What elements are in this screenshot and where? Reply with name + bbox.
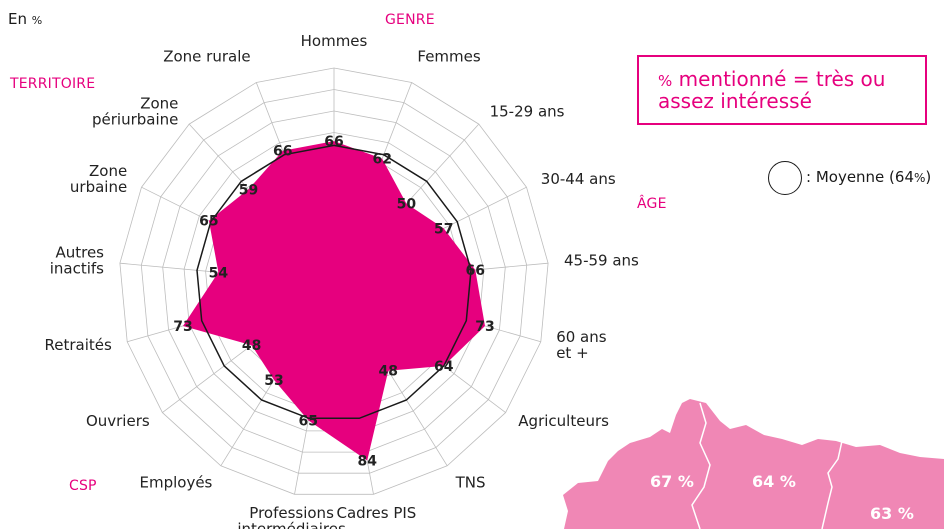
group-label-territoire: TERRITOIRE (10, 76, 96, 92)
value-label: 84 (357, 454, 377, 470)
axis-label: Agriculteurs (518, 412, 609, 430)
unit-label: En % (8, 10, 42, 28)
axis-label-line: 60 ans (556, 328, 607, 346)
value-label: 65 (199, 214, 218, 230)
region-map: 67 % 64 % 63 % (563, 399, 944, 529)
axis-label-line: Zone (140, 94, 178, 112)
value-label: 65 (299, 413, 318, 429)
axis-label: Femmes (417, 48, 480, 66)
legend-line-2: assez intéressé (658, 89, 812, 113)
legend-definition-box: % mentionné = très ou assez intéressé (637, 55, 927, 125)
region-border (821, 440, 843, 529)
axis-label: Retraités (44, 336, 111, 354)
axis-label-line: Hommes (301, 32, 368, 50)
region-value-1: 67 % (650, 472, 694, 491)
axis-label-line: 45-59 ans (564, 252, 639, 270)
axis-label-line: urbaine (70, 178, 127, 196)
value-label: 59 (239, 182, 258, 198)
axis-label-line: Zone (89, 162, 127, 180)
legend-line-1-text: mentionné = très ou (678, 67, 886, 91)
legend-average-symbol: % (914, 171, 926, 185)
grid-ring (140, 89, 528, 474)
value-label: 64 (434, 359, 454, 375)
value-label: 50 (397, 197, 417, 213)
group-label-genre: GENRE (385, 12, 435, 28)
axis-label: 30-44 ans (541, 170, 616, 188)
axis-label: Hommes (301, 32, 368, 50)
value-label: 48 (379, 364, 398, 380)
average-circle-icon (768, 161, 802, 195)
grid-ring (119, 67, 549, 495)
axis-label-line: intermédiaires (237, 520, 346, 529)
region-border (691, 402, 711, 529)
axis-label: Employés (140, 473, 213, 491)
group-label-csp: CSP (69, 478, 97, 494)
value-label: 66 (466, 263, 485, 279)
legend-average-close: ) (925, 168, 932, 186)
radar-average-polygon (196, 144, 472, 420)
group-label-age: ÂGE (637, 196, 667, 212)
axis-label-line: Employés (140, 473, 213, 491)
value-label: 54 (209, 265, 229, 281)
axis-label-line: Ouvriers (86, 412, 150, 430)
unit-label-symbol: % (31, 14, 43, 27)
legend-average-label: : Moyenne (64%) (806, 168, 931, 186)
radar-data-polygon (183, 141, 485, 461)
value-label: 66 (273, 144, 292, 160)
axis-label-line: Retraités (44, 336, 111, 354)
axis-label-line: Agriculteurs (518, 412, 609, 430)
axis-label: 45-59 ans (564, 252, 639, 270)
axis-label-line: inactifs (50, 260, 104, 278)
unit-label-text: En (8, 10, 27, 28)
value-label: 73 (173, 319, 192, 335)
axis-label-line: Zone rurale (163, 48, 250, 66)
value-label: 66 (324, 134, 343, 150)
value-label: 62 (372, 152, 391, 168)
axis-label-line: 15-29 ans (490, 102, 565, 120)
legend-average-text: : Moyenne (64 (806, 168, 914, 186)
region-value-3: 63 % (870, 504, 914, 523)
axis-label-line: Professions (249, 504, 334, 522)
axis-label-line: Femmes (417, 48, 480, 66)
value-label: 53 (264, 373, 283, 389)
axis-label: 15-29 ans (490, 102, 565, 120)
legend-percent-symbol: % (658, 72, 673, 90)
axis-label: TNS (455, 473, 486, 491)
axis-label-line: périurbaine (92, 110, 178, 128)
value-label: 73 (475, 319, 494, 335)
axis-label-line: Autres (55, 244, 104, 262)
axis-label: Professionsintermédiaires (237, 504, 346, 529)
axis-label: Ouvriers (86, 412, 150, 430)
region-map-shape (563, 399, 944, 529)
axis-label-line: TNS (455, 473, 486, 491)
axis-label: Cadres PIS (336, 504, 416, 522)
legend-line-1: % mentionné = très ou (658, 69, 925, 91)
axis-label-line: 30-44 ans (541, 170, 616, 188)
value-label: 57 (434, 221, 453, 237)
region-value-2: 64 % (752, 472, 796, 491)
value-label: 48 (242, 338, 261, 354)
radar-labels: 66 62 50 57 66 73 64 48 84 65 53 48 73 54 65 59 66 Hommes… (44, 32, 639, 529)
axis-label-line: et + (556, 344, 588, 362)
axis-label: Zone rurale (163, 48, 250, 66)
legend-average: : Moyenne (64%) (768, 160, 944, 200)
grid-ring (162, 110, 506, 453)
axis-label-line: Cadres PIS (336, 504, 416, 522)
